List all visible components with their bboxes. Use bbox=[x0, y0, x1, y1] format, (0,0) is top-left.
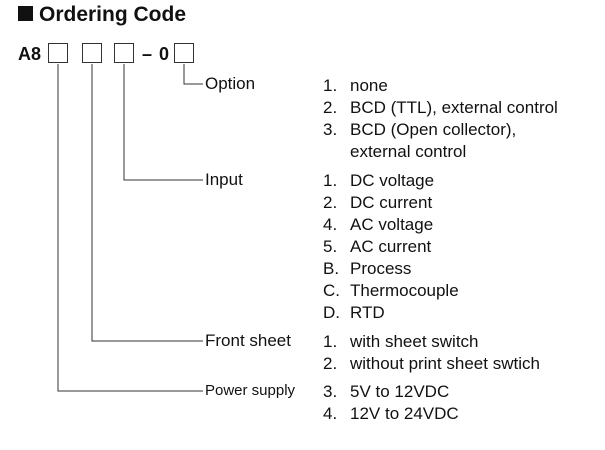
list-item: 3.BCD (Open collector), bbox=[323, 120, 517, 139]
code-suffix-digit: 0 bbox=[159, 44, 170, 64]
title-text: Ordering Code bbox=[39, 3, 187, 26]
list-item: 1.none bbox=[323, 76, 388, 95]
list-item: B.Process bbox=[323, 259, 412, 278]
front-sheet-list: 1.with sheet switch 2.without print shee… bbox=[323, 331, 540, 375]
input-label: Input bbox=[205, 170, 243, 189]
list-item: external control bbox=[350, 142, 467, 161]
list-item: 2.without print sheet swtich bbox=[323, 354, 540, 373]
option-list: 1.none 2.BCD (TTL), external control 3.B… bbox=[323, 75, 558, 163]
section-title: Ordering Code bbox=[18, 3, 186, 27]
black-square-icon bbox=[18, 6, 33, 21]
input-list: 1.DC voltage 2.DC current 4.AC voltage 5… bbox=[323, 170, 459, 324]
list-item: 1.DC voltage bbox=[323, 171, 435, 190]
code-box-power-supply bbox=[48, 43, 68, 63]
front-sheet-connector bbox=[91, 64, 203, 342]
list-item: D.RTD bbox=[323, 303, 385, 322]
front-sheet-label: Front sheet bbox=[205, 331, 291, 350]
option-connector bbox=[183, 64, 203, 85]
code-box-front-sheet bbox=[82, 43, 102, 63]
list-item: 4.12V to 24VDC bbox=[323, 404, 459, 423]
list-item: 1.with sheet switch bbox=[323, 332, 479, 351]
list-item: 2.DC current bbox=[323, 193, 433, 212]
power-supply-list: 3.5V to 12VDC 4.12V to 24VDC bbox=[323, 381, 459, 425]
power-supply-label: Power supply bbox=[205, 382, 296, 399]
code-dash: – bbox=[142, 44, 153, 64]
power-supply-connector bbox=[57, 64, 203, 392]
option-label: Option bbox=[205, 74, 256, 93]
list-item: 4.AC voltage bbox=[323, 215, 434, 234]
code-prefix: A8 bbox=[18, 44, 42, 64]
list-item: 5.AC current bbox=[323, 237, 432, 256]
code-box-option bbox=[174, 43, 194, 63]
list-item: C.Thermocouple bbox=[323, 281, 459, 300]
input-connector bbox=[123, 64, 203, 181]
list-item: 3.5V to 12VDC bbox=[323, 382, 450, 401]
code-box-input bbox=[114, 43, 134, 63]
list-item: 2.BCD (TTL), external control bbox=[323, 98, 558, 117]
